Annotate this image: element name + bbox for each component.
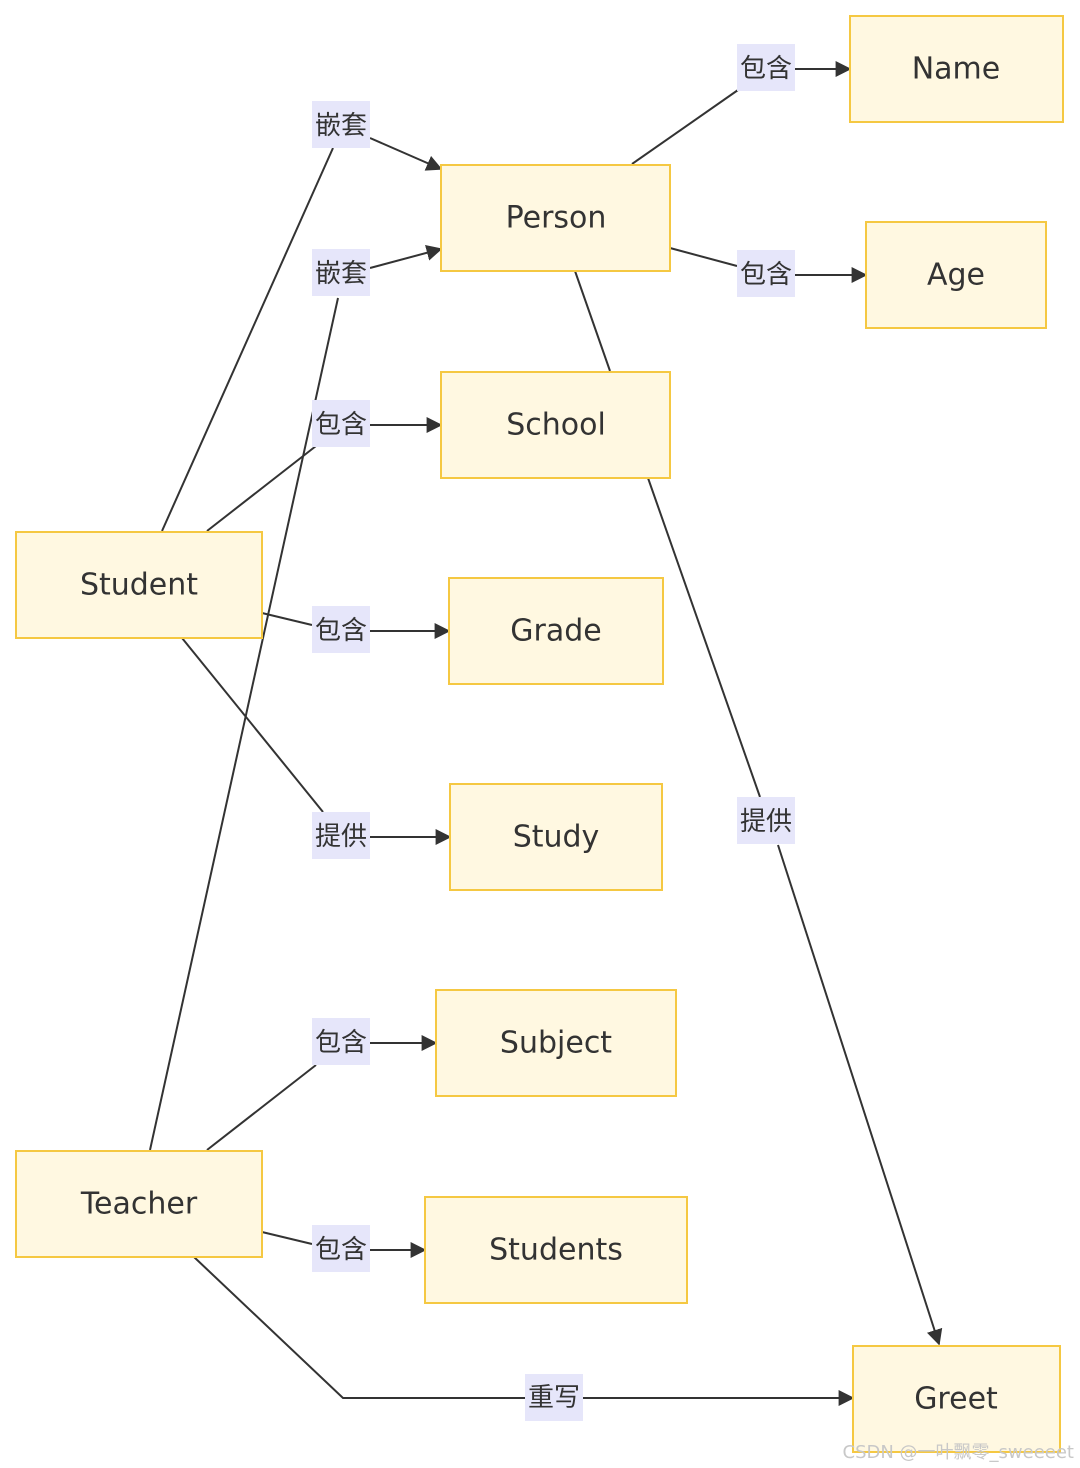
edge-teacher-students [261, 1231, 427, 1258]
edge-label-person-name: 包含 [737, 44, 795, 91]
svg-text:Person: Person [506, 201, 607, 236]
edge-label-teacher-person: 嵌套 [312, 249, 370, 296]
svg-text:包含: 包含 [315, 1235, 367, 1265]
svg-text:重写: 重写 [528, 1383, 580, 1413]
node-grade[interactable]: Grade [448, 577, 664, 685]
node-greet[interactable]: Greet [852, 1345, 1061, 1453]
svg-text:包含: 包含 [315, 410, 367, 440]
svg-text:提供: 提供 [740, 807, 792, 837]
node-person[interactable]: Person [440, 164, 671, 272]
svg-text:Student: Student [80, 568, 198, 603]
edge-teacher-person [149, 244, 443, 1151]
svg-text:School: School [506, 408, 606, 443]
edge-label-teacher-students: 包含 [312, 1225, 370, 1272]
edge-person-name [631, 61, 852, 165]
edge-label-student-school: 包含 [312, 400, 370, 447]
edge-label-teacher-greet: 重写 [525, 1374, 583, 1421]
svg-text:Grade: Grade [510, 614, 601, 649]
watermark: CSDN @一叶飘零_sweeeet [842, 1442, 1075, 1463]
edge-student-study [181, 637, 452, 845]
svg-text:嵌套: 嵌套 [315, 111, 367, 141]
svg-text:Age: Age [927, 258, 985, 293]
edge-label-student-study: 提供 [312, 812, 370, 859]
node-student[interactable]: Student [15, 531, 263, 639]
node-age[interactable]: Age [865, 221, 1047, 329]
svg-text:Students: Students [489, 1233, 623, 1268]
edge-person-age [669, 247, 868, 283]
svg-text:包含: 包含 [315, 1028, 367, 1058]
svg-text:Greet: Greet [914, 1382, 998, 1417]
edge-student-grade [261, 612, 451, 639]
node-school[interactable]: School [440, 371, 671, 479]
svg-text:Name: Name [912, 52, 1001, 87]
node-name[interactable]: Name [849, 15, 1064, 123]
edge-teacher-subject [206, 1035, 438, 1151]
node-subject[interactable]: Subject [435, 989, 677, 1097]
edge-label-student-person: 嵌套 [312, 101, 370, 148]
svg-text:提供: 提供 [315, 822, 367, 852]
edge-label-student-grade: 包含 [312, 606, 370, 653]
svg-text:Study: Study [513, 820, 600, 855]
edge-label-person-age: 包含 [737, 250, 795, 297]
svg-text:包含: 包含 [315, 616, 367, 646]
svg-text:包含: 包含 [740, 54, 792, 84]
edge-teacher-greet [193, 1256, 855, 1406]
svg-text:Subject: Subject [500, 1026, 612, 1061]
node-study[interactable]: Study [449, 783, 663, 891]
edge-student-person [161, 137, 443, 532]
svg-text:Teacher: Teacher [80, 1187, 198, 1222]
node-students[interactable]: Students [424, 1196, 688, 1304]
node-teacher[interactable]: Teacher [15, 1150, 263, 1258]
edge-person-greet [574, 270, 943, 1346]
edge-student-school [206, 417, 443, 532]
svg-text:嵌套: 嵌套 [315, 259, 367, 289]
svg-text:包含: 包含 [740, 260, 792, 290]
edge-label-person-greet: 提供 [737, 797, 795, 844]
edge-label-teacher-subject: 包含 [312, 1018, 370, 1065]
